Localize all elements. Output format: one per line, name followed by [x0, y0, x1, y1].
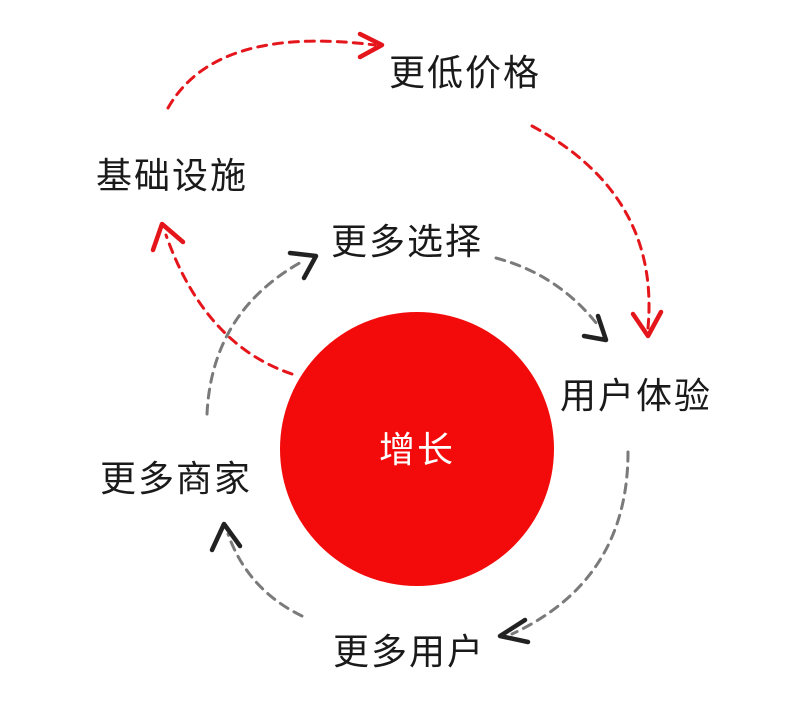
arrowhead-choice-to-experience	[581, 313, 609, 343]
arrowhead-merchants-to-choice	[287, 250, 319, 281]
arrow-growth-to-infrastructure	[164, 233, 294, 376]
node-infrastructure: 基础设施	[96, 156, 248, 197]
node-more-choice: 更多选择	[331, 222, 483, 263]
node-more-users: 更多用户	[333, 632, 485, 673]
arrow-choice-to-experience	[494, 256, 602, 330]
node-cheaper-price: 更低价格	[389, 53, 541, 94]
node-more-merchants: 更多商家	[100, 459, 252, 500]
arrowhead-infrastructure-to-price	[357, 31, 385, 60]
arrow-merchants-to-choice	[205, 258, 307, 416]
arrow-infrastructure-to-price	[166, 39, 377, 110]
growth-circle	[280, 312, 554, 586]
arrowhead-price-to-experience	[630, 309, 664, 339]
node-user-experience: 用户体验	[560, 376, 712, 417]
arrow-users-to-merchants	[226, 532, 304, 618]
arrowhead-experience-to-users	[497, 617, 531, 645]
arrow-experience-to-users	[510, 450, 630, 636]
arrowhead-growth-to-infrastructure	[150, 221, 186, 253]
arrow-price-to-experience	[530, 124, 651, 330]
arrowhead-users-to-merchants	[209, 521, 243, 553]
growth-label: 增长	[379, 430, 455, 471]
